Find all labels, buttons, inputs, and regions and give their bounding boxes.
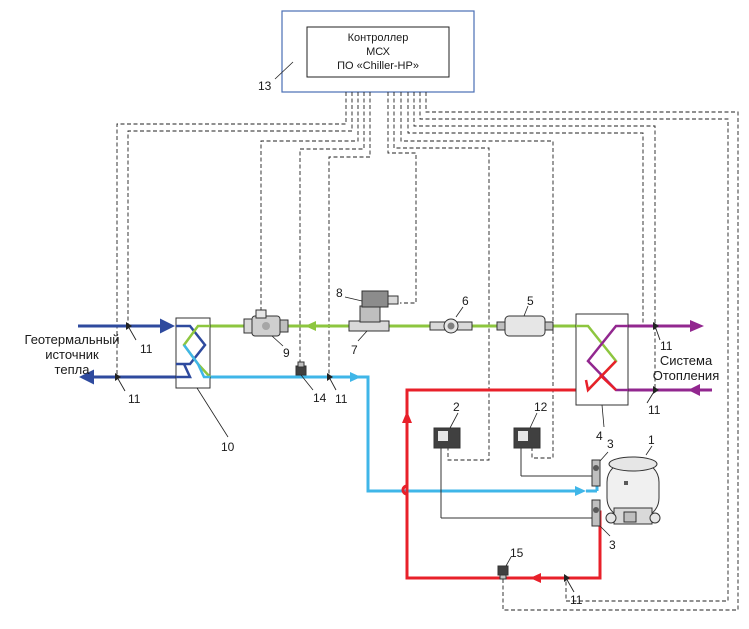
heating-label-line1: Система — [660, 353, 713, 368]
condenser-heat-exchanger — [575, 313, 629, 406]
label-3-bottom: 3 — [609, 538, 616, 552]
sight-glass — [429, 318, 473, 334]
controller-software: ПО «Chiller-HP» — [337, 60, 419, 72]
high-pressure-switch — [513, 427, 597, 477]
filter-drier — [496, 315, 554, 337]
discharge-pipe — [405, 486, 602, 580]
label-15: 15 — [510, 546, 524, 560]
leader-15 — [505, 556, 512, 567]
geothermal-label-line3: тепла — [55, 362, 91, 377]
leader-14 — [300, 374, 314, 391]
leader-6 — [455, 306, 464, 318]
geothermal-label-line1: Геотермальный — [25, 332, 120, 347]
discharge-sensor — [497, 565, 509, 580]
leader-7 — [357, 330, 368, 342]
temperature-sensors — [115, 322, 661, 593]
leader-13 — [274, 61, 294, 80]
controller-title: Контроллер — [348, 32, 409, 44]
heating-label-line2: Отопления — [653, 368, 720, 383]
compressor — [591, 456, 661, 527]
controller-box: Контроллер МСХ ПО «Chiller-HP» — [281, 10, 475, 93]
label-11-discharge: 11 — [570, 593, 583, 607]
label-12: 12 — [534, 400, 548, 414]
low-pressure-switch — [433, 427, 597, 519]
label-11-source-out: 11 — [128, 392, 141, 406]
label-11-heating-out: 11 — [660, 339, 673, 353]
label-2: 2 — [453, 400, 460, 414]
leader-8 — [344, 296, 363, 302]
label-6: 6 — [462, 294, 469, 308]
label-4: 4 — [596, 429, 603, 443]
label-5: 5 — [527, 294, 534, 308]
controller-model: МСХ — [366, 46, 390, 58]
leader-10 — [196, 387, 229, 438]
leader-3-bottom — [599, 525, 611, 537]
evaporator-heat-exchanger — [175, 317, 211, 389]
geothermal-label-line2: источник — [45, 347, 99, 362]
label-9: 9 — [283, 346, 290, 360]
leader-2 — [449, 412, 459, 429]
leader-5 — [523, 305, 529, 317]
leader-4 — [601, 404, 605, 428]
leader-1 — [645, 445, 653, 456]
solenoid-valve — [348, 290, 399, 332]
label-3-top: 3 — [607, 437, 614, 451]
suction-sensor — [295, 361, 307, 376]
label-11-suction: 11 — [335, 392, 348, 406]
label-11-source-in: 11 — [140, 342, 153, 356]
label-11-heating-in: 11 — [648, 403, 661, 417]
expansion-valve — [243, 309, 289, 337]
signal-wiring — [116, 92, 739, 611]
leader-9 — [271, 335, 284, 347]
label-13: 13 — [258, 79, 272, 93]
label-7: 7 — [351, 343, 358, 357]
label-1: 1 — [648, 433, 655, 447]
label-8: 8 — [336, 286, 343, 300]
label-14: 14 — [313, 391, 327, 405]
leader-3-top — [599, 451, 609, 462]
leader-12 — [529, 412, 538, 429]
suction-pipe — [210, 375, 578, 493]
label-10: 10 — [221, 440, 235, 454]
